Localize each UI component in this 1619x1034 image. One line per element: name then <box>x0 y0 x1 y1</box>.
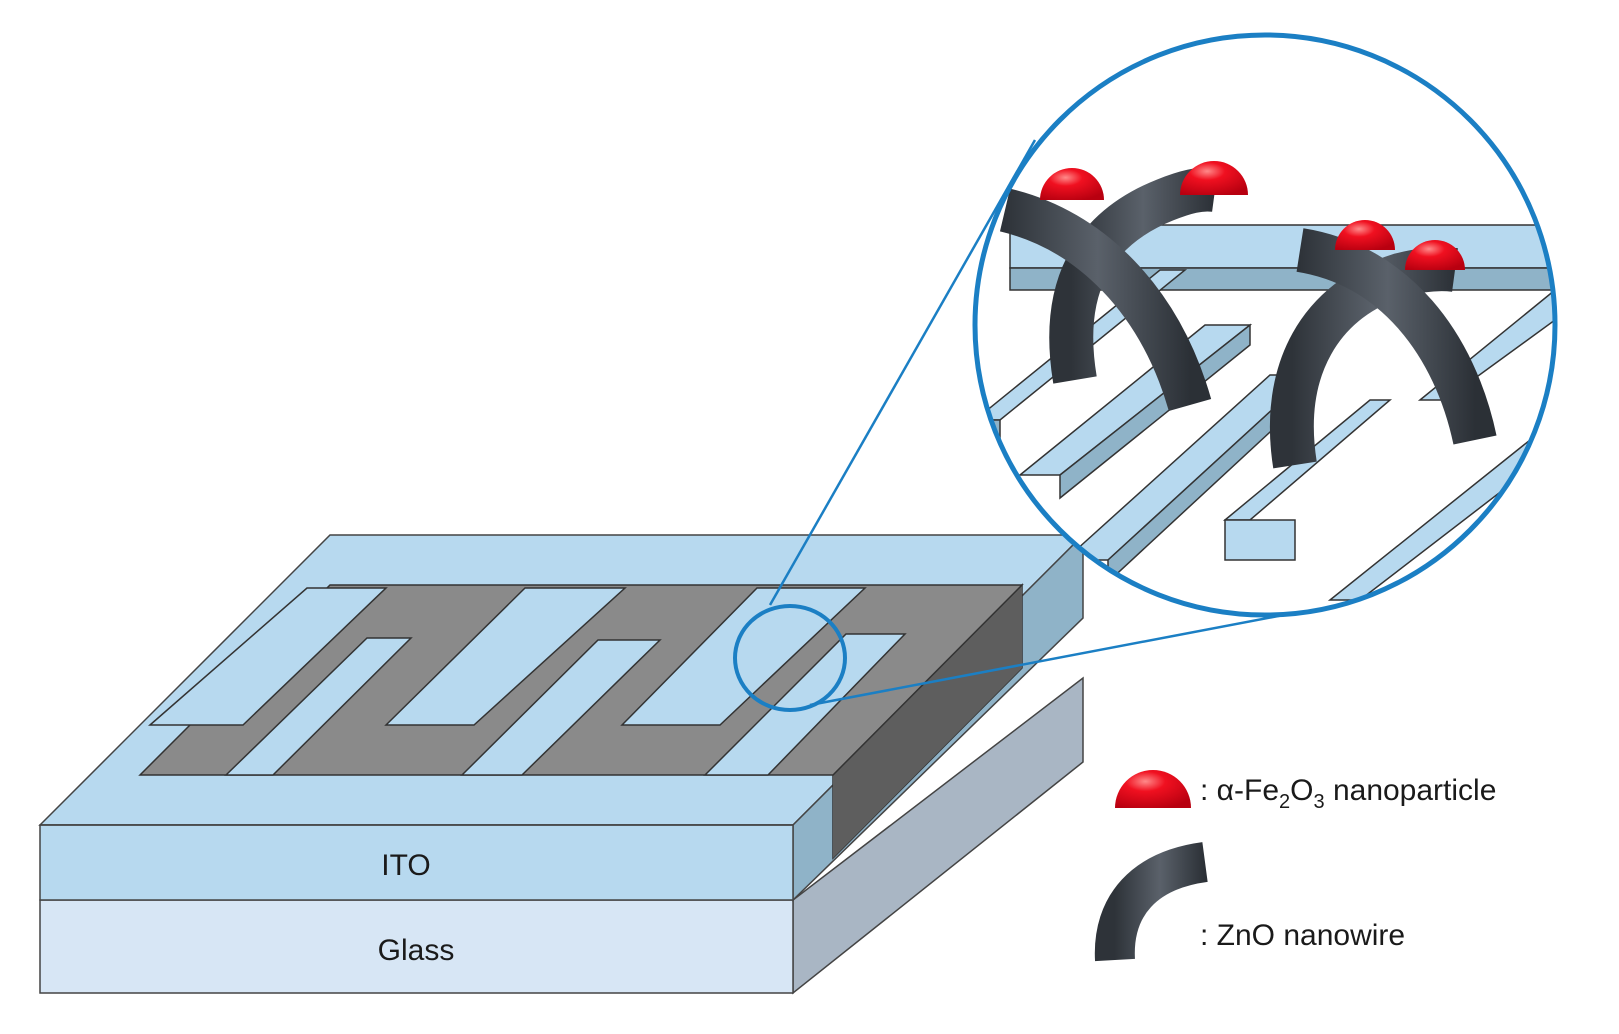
electrode-gap-3 <box>384 587 627 726</box>
magnifier-ray-top <box>768 139 1037 606</box>
interdigitated-electrode <box>138 583 1024 860</box>
nanowire-legend-icon <box>1094 842 1209 962</box>
magnifier-small-circle <box>733 604 847 712</box>
glass-front-face <box>39 899 794 994</box>
ito-label: ITO <box>381 849 430 882</box>
glass-label: Glass <box>378 934 455 967</box>
legend: : α-Fe2O3 nanoparticle : ZnO nanowire <box>1094 770 1496 962</box>
nanoparticle-3 <box>1335 220 1395 250</box>
magnifier <box>733 32 1558 712</box>
nanowire-legend-label: : ZnO nanowire <box>1200 919 1405 952</box>
magnifier-large-circle <box>972 32 1558 618</box>
electrode-gap-5 <box>620 587 867 726</box>
electrode-gap-6 <box>703 633 907 776</box>
electrode-gap-1 <box>147 587 388 726</box>
nanowire-left-b <box>999 188 1212 412</box>
zoomed-view <box>975 35 1555 615</box>
nanoparticle-2 <box>1180 161 1248 195</box>
nanoparticle-legend-icon <box>1115 770 1191 808</box>
electrode-right-rail <box>833 585 1022 858</box>
glass-layer <box>39 676 1084 995</box>
magnifier-ray-bottom <box>809 608 1311 707</box>
electrode-gap-2 <box>224 637 413 776</box>
nanoparticle-legend-label: : α-Fe2O3 nanoparticle <box>1200 774 1496 813</box>
electrode-gap-4 <box>460 639 662 776</box>
nanoparticle-1 <box>1040 168 1104 200</box>
nanoparticle-4 <box>1405 240 1465 270</box>
ito-front-face <box>39 824 794 901</box>
nanowire-right-b <box>1295 228 1497 445</box>
